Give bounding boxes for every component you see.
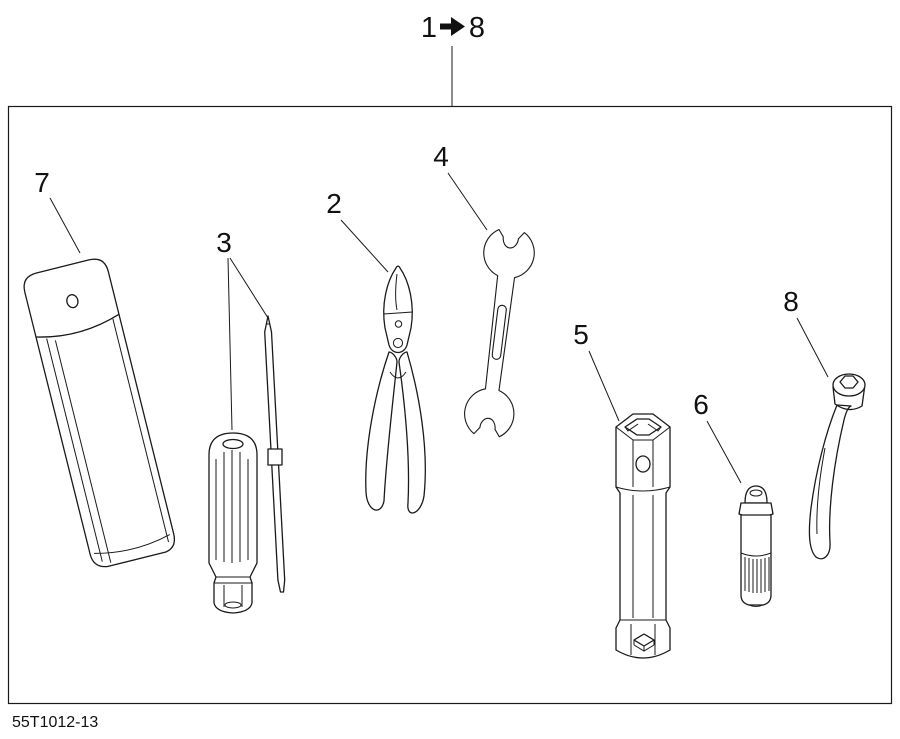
pliers-spring — [389, 371, 407, 379]
pliers-stripper-hole — [394, 320, 403, 328]
part-leader-6 — [706, 420, 742, 484]
part-label-6: 6 — [693, 389, 709, 420]
extension-dome-line — [749, 489, 763, 497]
pouch-body — [35, 313, 176, 568]
socket-facet-lines — [615, 426, 671, 655]
handle-hex-hole — [839, 375, 859, 389]
pouch-crease-lines — [46, 318, 170, 563]
part-drawing-tool-pouch — [23, 258, 176, 568]
extension-body-lines — [740, 552, 772, 607]
socket-square-drive-depth — [633, 640, 655, 652]
screwdriver-handle-outline — [208, 432, 258, 614]
part-label-8: 8 — [783, 286, 799, 317]
part-leader-4 — [447, 172, 488, 231]
bit-tips — [266, 323, 284, 593]
part-leader-3a — [229, 257, 269, 319]
socket-hex-depth-lines — [624, 423, 662, 432]
extension-knurl-ribs — [744, 557, 770, 593]
handle-inner-line — [816, 447, 826, 535]
part-label-5: 5 — [573, 319, 589, 350]
pliers-jaw-lines — [383, 273, 413, 315]
part-label-3: 3 — [216, 227, 232, 258]
part-drawing-reversible-bit — [264, 315, 286, 593]
part-drawing-socket-extension — [738, 485, 774, 607]
right-arrow-head — [451, 17, 465, 36]
part-leader-3b — [227, 257, 233, 431]
part-leader-8 — [796, 317, 829, 378]
wrench-outline — [464, 228, 535, 438]
diagram-border — [7, 105, 893, 705]
wrench-shaft-slot — [491, 304, 507, 360]
socket-body-outline — [615, 413, 671, 659]
part-labels: 7 3 2 4 5 6 8 — [34, 141, 829, 484]
title-range-to: 8 — [469, 12, 485, 44]
right-arrow-shaft — [440, 23, 452, 30]
part-drawing-open-end-wrench — [464, 228, 535, 438]
sheet-code: 55T1012-13 — [12, 714, 98, 731]
screwdriver-bit-socket — [224, 601, 242, 609]
pliers-pivot-hole — [392, 337, 404, 349]
part-leader-5 — [588, 350, 620, 422]
pliers-jaws — [383, 265, 413, 354]
screwdriver-handle-top — [222, 438, 244, 450]
title-callout: 1 8 — [421, 12, 485, 106]
socket-tommy-bar-hole — [635, 455, 651, 473]
bit-center-collar — [267, 448, 283, 466]
pouch-flap — [23, 258, 120, 338]
right-arrow-icon — [440, 17, 465, 36]
part-drawing-spark-plug-socket — [615, 413, 671, 659]
part-drawing-hex-wrench-handle — [808, 373, 866, 560]
part-label-4: 4 — [433, 141, 449, 172]
pliers-left-handle — [365, 351, 398, 511]
part-drawing-screwdriver-handle — [208, 432, 258, 614]
part-leader-7 — [49, 197, 81, 254]
part-leader-2 — [340, 219, 389, 273]
part-drawing-pliers — [365, 265, 426, 514]
extension-dome — [744, 485, 768, 504]
part-label-2: 2 — [326, 188, 342, 219]
screwdriver-collar-lines — [214, 576, 252, 607]
pouch-snap — [66, 294, 79, 309]
pliers-right-handle — [398, 351, 426, 514]
part-label-7: 7 — [34, 167, 50, 198]
handle-lever — [808, 404, 852, 560]
screwdriver-handle-ribs — [215, 450, 249, 563]
handle-boss-side — [832, 386, 866, 411]
title-range-from: 1 — [421, 12, 437, 44]
